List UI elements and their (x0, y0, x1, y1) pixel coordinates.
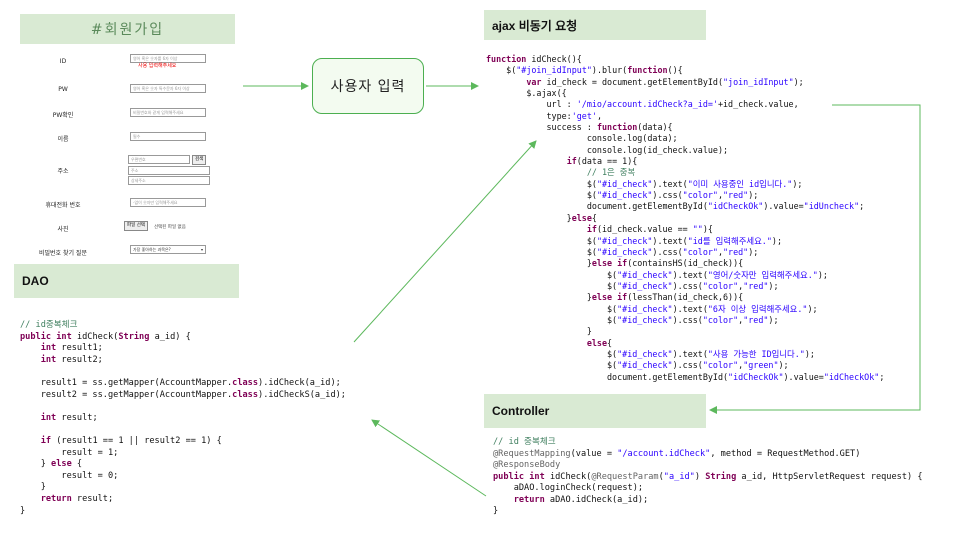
dao-code-line: int result1; (40, 343, 103, 354)
ajax-code-line: var id_check = document.getElementById("… (526, 76, 804, 87)
ajax-code-line: console.log(id_check.value); (486, 144, 729, 155)
ajax-code-line: $("#id_check").css("color","red"); (486, 246, 759, 257)
ajax-code-line: url : '/mio/account.idCheck?a_id='+id_ch… (486, 99, 799, 110)
ajax-code-line: $("#id_check").text("사용 가능한 ID입니다."); (486, 348, 815, 359)
dao-code-line: if (result1 == 1 || result2 == 1) { (40, 435, 222, 446)
controller-header-text: Controller (492, 404, 550, 418)
photo-label: 사진 (57, 226, 69, 233)
dao-code-line: result2 = ss.getMapper(AccountMapper.cla… (20, 389, 346, 400)
dao-code-line: result1 = ss.getMapper(AccountMapper.cla… (20, 377, 341, 388)
ajax-code-line: $.ajax({ (486, 88, 567, 99)
dao-code-block: // id중복체크 public int idCheck(String a_id… (20, 320, 346, 517)
ajax-code-line: $("#id_check").text("영어/숫자만 입력해주세요."); (486, 269, 828, 280)
address-input[interactable]: 주소 (128, 166, 210, 175)
ajax-code-line: type:'get', (486, 110, 602, 121)
signup-form: #회원가입 ID 영어 혹은 숫자를 6자 이상 사용 입력해주세요 PW 영어… (20, 14, 235, 264)
phone-input[interactable]: -없이 숫자만 입력해주세요 (130, 198, 206, 207)
ajax-code-line: $("#id_check").css("color","red"); (486, 190, 759, 201)
controller-code-line: aDAO.loginCheck(request); (493, 483, 644, 493)
id-input[interactable]: 영어 혹은 숫자를 6자 이상 (130, 54, 206, 63)
zipcode-input[interactable]: 우편번호 (128, 155, 190, 164)
form-title (20, 14, 235, 44)
dao-header: DAO (14, 264, 239, 298)
question-select-value: 가장 좋아하는 과목은? (133, 247, 171, 252)
file-status: 선택된 파일 없음 (154, 225, 186, 230)
ajax-code-line: // 1은 중복 (586, 167, 636, 178)
dao-code-line: } (20, 482, 46, 493)
ajax-code-line: document.getElementById("idCheckOk").val… (486, 201, 865, 212)
ajax-code-line: }else{ (486, 212, 597, 223)
ajax-header: ajax 비동기 요청 (484, 10, 706, 40)
name-label: 이름 (57, 136, 69, 143)
controller-code-line: } (493, 506, 499, 516)
pw-label: PW (58, 86, 68, 93)
dao-header-text: DAO (22, 274, 49, 288)
controller-code-line: return aDAO.idCheck(a_id); (513, 494, 649, 505)
id-error: 사용 입력해주세요 (138, 63, 177, 69)
dao-code-line: } (20, 505, 26, 516)
question-select[interactable]: 가장 좋아하는 과목은? ▾ (130, 245, 206, 254)
ajax-header-text: ajax 비동기 요청 (492, 18, 578, 33)
arrow-controller-to-dao (371, 419, 487, 497)
ajax-code-line: if(data == 1){ (566, 156, 638, 167)
ajax-code-line: $("#id_check").text("id를 입력해주세요."); (486, 235, 782, 246)
ajax-code-line: $("#id_check").css("color","green"); (486, 360, 789, 371)
user-input-label: 사용자 입력 (330, 79, 406, 95)
name-input[interactable]: 필수 (130, 132, 206, 141)
dao-code-line: public int idCheck(String a_id) { (20, 331, 191, 342)
dao-code-line: result = 1; (20, 447, 119, 458)
ajax-code-line: $("#id_check").css("color","red"); (486, 280, 779, 291)
user-input-box: 사용자 입력 (312, 58, 424, 114)
dao-code-line: int result2; (40, 354, 103, 365)
file-select-button[interactable]: 파일 선택 (124, 221, 148, 231)
address-search-button[interactable]: 검색 (192, 155, 207, 165)
controller-code-line: // id 중복체크 (493, 437, 556, 447)
ajax-code-line: } (486, 326, 592, 337)
ajax-code-line: $("#id_check").text("6자 이상 입력해주세요."); (486, 303, 818, 314)
controller-code-block: // id 중복체크 @RequestMapping(value = "/acc… (493, 437, 923, 518)
phone-label: 휴대전화 번호 (45, 202, 81, 209)
ajax-code-line: document.getElementById("idCheckOk").val… (486, 371, 885, 382)
controller-header: Controller (484, 394, 706, 428)
chevron-down-icon: ▾ (200, 247, 203, 252)
ajax-code-line: }else if(lessThan(id_check,6)){ (486, 292, 744, 303)
dao-code-line: result = 0; (20, 470, 119, 481)
address-label: 주소 (57, 168, 69, 175)
dao-code-line: int result; (40, 412, 98, 423)
pw-confirm-label: PW확인 (52, 112, 74, 119)
form-title-text: #회원가입 (90, 22, 165, 38)
ajax-code-line: if(id_check.value == ""){ (586, 224, 713, 235)
ajax-code-line: else{ (586, 337, 613, 348)
controller-code-line: public int idCheck(@RequestParam("a_id")… (493, 471, 923, 482)
pw-confirm-input[interactable]: 비밀번호와 같게 입력해주세요 (130, 108, 206, 117)
dao-code-line: } else { (20, 459, 83, 470)
ajax-code-line: success : function(data){ (486, 122, 673, 133)
ajax-code-line: function idCheck(){ (486, 54, 582, 64)
ajax-code-line: console.log(data); (486, 133, 678, 144)
id-label: ID (59, 58, 67, 65)
ajax-code-line: $("#id_check").css("color","red"); (486, 314, 779, 325)
ajax-code-block: function idCheck(){ $("#join_idInput").b… (486, 54, 884, 383)
dao-code-line: return result; (40, 493, 114, 504)
address-detail-input[interactable]: 상세주소 (128, 176, 210, 185)
question-label: 비밀번호 찾기 질문 (39, 250, 87, 257)
pw-input[interactable]: 영어 혹은 숫자 특수문자 6자 이상 (130, 84, 206, 93)
ajax-code-line: $("#join_idInput").blur(function(){ (486, 65, 683, 76)
ajax-code-line: $("#id_check").text("이미 사용중인 id입니다."); (486, 178, 803, 189)
controller-code-line: @ResponseBody (493, 460, 561, 470)
ajax-code-line: }else if(containsHS(id_check)){ (486, 258, 744, 269)
dao-code-line: // id중복체크 (20, 320, 78, 330)
controller-code-line: @RequestMapping(value = "/account.idChec… (493, 448, 861, 459)
